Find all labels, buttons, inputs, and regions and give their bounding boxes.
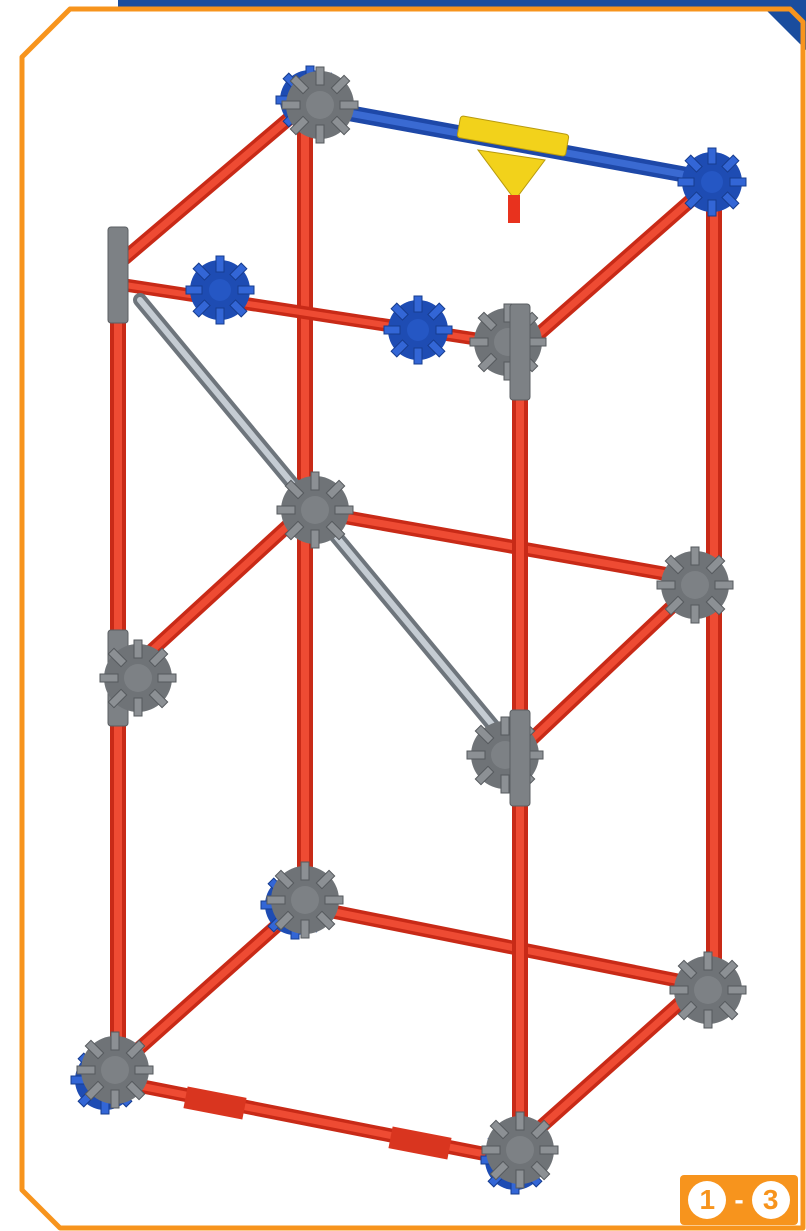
hub-top-back-right bbox=[678, 148, 746, 216]
step-start-number: 1 bbox=[688, 1181, 726, 1219]
hub-top-front-mid-2 bbox=[384, 296, 452, 364]
step-end-number: 3 bbox=[752, 1181, 790, 1219]
step-range-badge: 1 - 3 bbox=[680, 1175, 798, 1225]
hub-mid-back-left bbox=[277, 472, 353, 548]
hub-mid-back-right bbox=[657, 547, 733, 623]
clip-top-front-left bbox=[108, 227, 128, 323]
front-horizontal-rods bbox=[120, 285, 515, 1160]
clip-mid-front-right bbox=[510, 710, 530, 806]
yellow-connector bbox=[457, 116, 569, 223]
hub-top-front-mid-1 bbox=[186, 256, 254, 324]
hub-top-front-right bbox=[470, 304, 546, 380]
hub-mid-front-left bbox=[100, 640, 176, 716]
step-separator: - bbox=[734, 1184, 743, 1216]
hub-bottom-front-right-grey bbox=[482, 1112, 558, 1188]
hub-bottom-back-left-grey bbox=[267, 862, 343, 938]
hub-mid-front-right bbox=[467, 717, 543, 793]
clip-top-front-right bbox=[510, 304, 530, 400]
hub-bottom-front-left-grey bbox=[77, 1032, 153, 1108]
hub-bottom-back-right bbox=[670, 952, 746, 1028]
hub-top-back-left-grey bbox=[282, 67, 358, 143]
